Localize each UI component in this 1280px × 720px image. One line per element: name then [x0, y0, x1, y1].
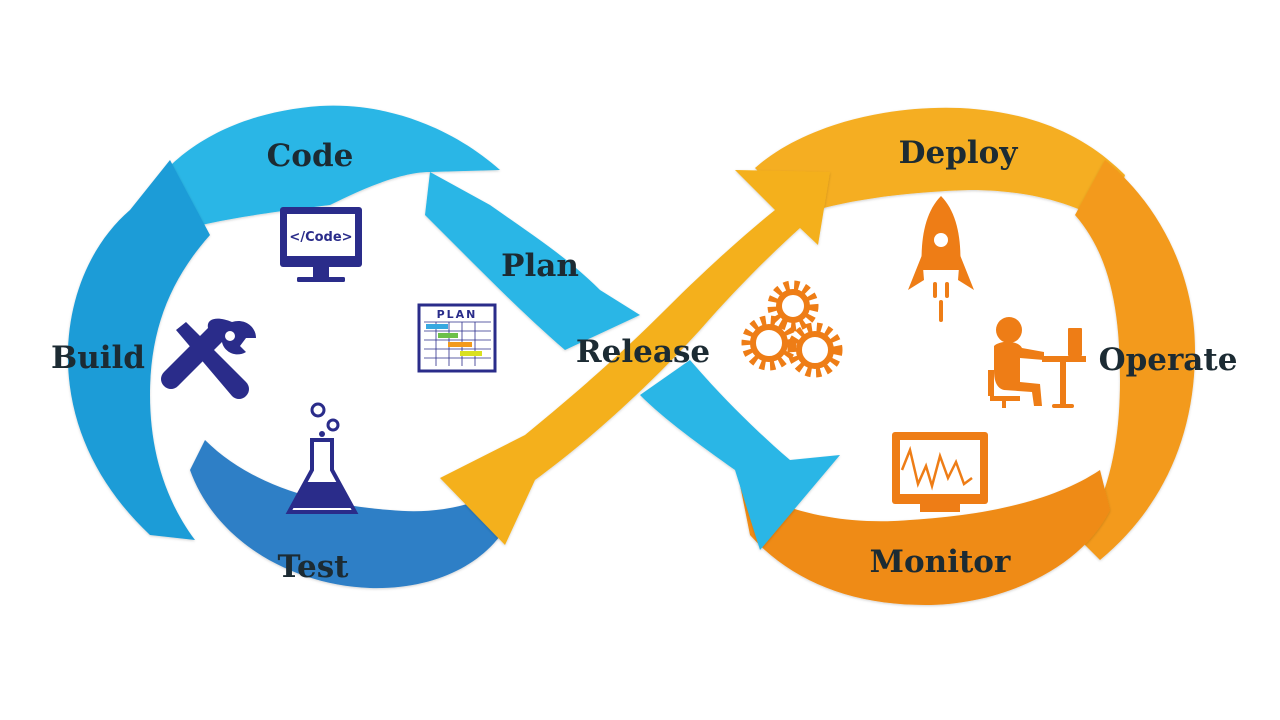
left-loop [67, 105, 640, 589]
label-monitor: Monitor [870, 544, 1011, 580]
plan-board-text: PLAN [437, 308, 478, 321]
label-operate: Operate [1099, 342, 1238, 378]
release-arrow [440, 170, 830, 545]
label-test: Test [277, 549, 349, 585]
rocket-icon [908, 196, 974, 322]
label-code: Code [267, 138, 354, 174]
return-arrow [640, 360, 840, 550]
wrench-screwdriver-icon [161, 318, 256, 399]
plan-board-icon: PLAN [417, 303, 497, 373]
test-arrow [190, 440, 530, 589]
code-monitor-icon: </Code> [280, 207, 362, 282]
label-plan: Plan [501, 248, 579, 284]
monitor-arrow [740, 470, 1110, 605]
code-arrow [135, 105, 500, 232]
gears-icon [741, 280, 843, 378]
label-deploy: Deploy [899, 135, 1019, 171]
label-build: Build [51, 340, 145, 376]
flask-icon [285, 402, 359, 514]
plan-arrow [425, 172, 640, 350]
code-screen-text: </Code> [289, 230, 352, 245]
right-loop [640, 107, 1195, 605]
operate-arrow [1075, 160, 1195, 560]
deploy-arrow [755, 107, 1125, 225]
monitoring-screen-icon [892, 432, 988, 512]
build-arrow [67, 160, 210, 540]
person-at-desk-icon [988, 317, 1086, 408]
label-release: Release [576, 334, 710, 370]
